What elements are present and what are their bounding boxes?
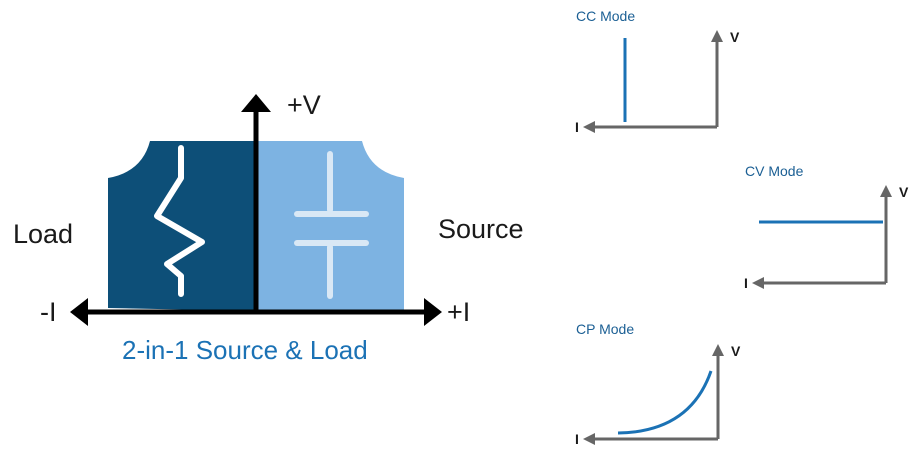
source-block (256, 141, 404, 311)
cp-axis-i-label: I (575, 431, 579, 447)
cp-axis-v-label: V (731, 343, 741, 359)
arrow-left-icon (583, 121, 595, 133)
cc-axis-i-label: I (575, 119, 579, 135)
arrow-up-icon (241, 94, 271, 112)
cv-mode-chart (752, 185, 892, 289)
cv-axis-i-label: I (744, 275, 748, 291)
axis-label-plus-v: +V (287, 90, 321, 120)
cc-axis-v-label: V (730, 29, 740, 45)
arrow-left-icon (583, 433, 595, 445)
source-label: Source (438, 214, 524, 244)
cp-mode-chart (583, 344, 724, 445)
arrow-left-icon (752, 277, 764, 289)
axis-label-minus-i: -I (40, 297, 57, 327)
main-axes (70, 94, 442, 326)
arrow-up-icon (880, 185, 892, 197)
cv-mode-title: CV Mode (745, 163, 804, 179)
load-label: Load (13, 219, 74, 249)
resistor-icon (154, 145, 205, 297)
cc-mode-title: CC Mode (576, 8, 636, 24)
arrow-right-icon (424, 298, 442, 326)
cc-mode-chart (583, 30, 723, 133)
cp-curve (617, 370, 713, 435)
arrow-up-icon (712, 344, 724, 356)
capacitor-icon (294, 151, 369, 299)
arrow-up-icon (711, 30, 723, 42)
cv-axis-v-label: V (899, 184, 909, 200)
arrow-left-icon (70, 298, 88, 326)
axis-label-plus-i: +I (447, 297, 471, 327)
diagram-caption: 2-in-1 Source & Load (122, 335, 368, 365)
load-block (108, 141, 256, 311)
cp-mode-title: CP Mode (576, 321, 635, 337)
